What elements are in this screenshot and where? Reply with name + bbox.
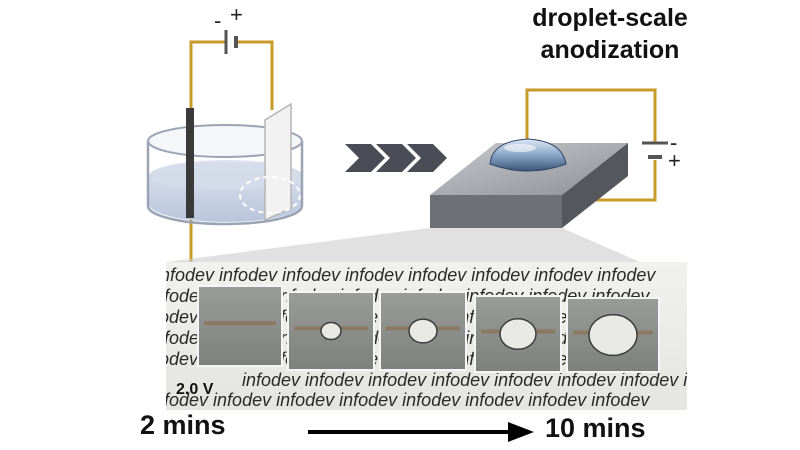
zoom-projection bbox=[166, 228, 640, 262]
sample-row bbox=[197, 285, 660, 373]
sample-plate bbox=[379, 291, 467, 371]
slab-front bbox=[430, 195, 562, 228]
sample-plate bbox=[474, 295, 562, 373]
watermark-row: infodev infodev infodev infodev infodev … bbox=[156, 265, 656, 285]
slab-side bbox=[562, 143, 628, 228]
sample-plate bbox=[566, 297, 660, 373]
end-time-label: 10 mins bbox=[545, 413, 646, 443]
right-circuit-wire bbox=[525, 88, 657, 202]
sample-plate bbox=[287, 291, 375, 371]
right-minus-sign: - bbox=[670, 130, 677, 155]
anode-submerged-area bbox=[239, 176, 301, 214]
voltage-label: 2.0 V bbox=[176, 381, 214, 398]
anode-plate bbox=[264, 102, 292, 222]
chevron-icon bbox=[407, 144, 447, 172]
title-line-1: droplet-scale bbox=[532, 4, 688, 32]
watermark-row: infodev infodev infodev infodev infodev … bbox=[150, 390, 650, 410]
chevron-icon bbox=[345, 144, 385, 172]
process-arrow-chevrons bbox=[345, 144, 447, 172]
time-arrow-head bbox=[508, 422, 534, 442]
pore-hole bbox=[320, 321, 342, 341]
right-plus-sign: + bbox=[668, 148, 681, 173]
watermark-row: infodev infodev infodev infodev infodev … bbox=[242, 370, 742, 390]
beaker-wall bbox=[146, 141, 304, 226]
title-line-2: anodization bbox=[540, 36, 680, 64]
pore-hole bbox=[588, 313, 638, 357]
time-arrow bbox=[308, 422, 534, 442]
start-time-label: 2 mins bbox=[140, 410, 226, 440]
beaker-setup: - + bbox=[146, 2, 304, 270]
cathode-rod bbox=[186, 108, 194, 218]
left-minus-sign: - bbox=[214, 8, 221, 33]
pore-hole bbox=[408, 318, 438, 344]
droplet-setup: - + bbox=[430, 88, 681, 228]
chevron-icon bbox=[376, 144, 416, 172]
sample-plate bbox=[197, 285, 283, 367]
sample-photo: infodev infodev infodev infodev infodev … bbox=[150, 262, 742, 410]
left-plus-sign: + bbox=[230, 2, 243, 27]
droplet-highlight bbox=[504, 144, 536, 152]
pore-hole bbox=[499, 317, 537, 351]
